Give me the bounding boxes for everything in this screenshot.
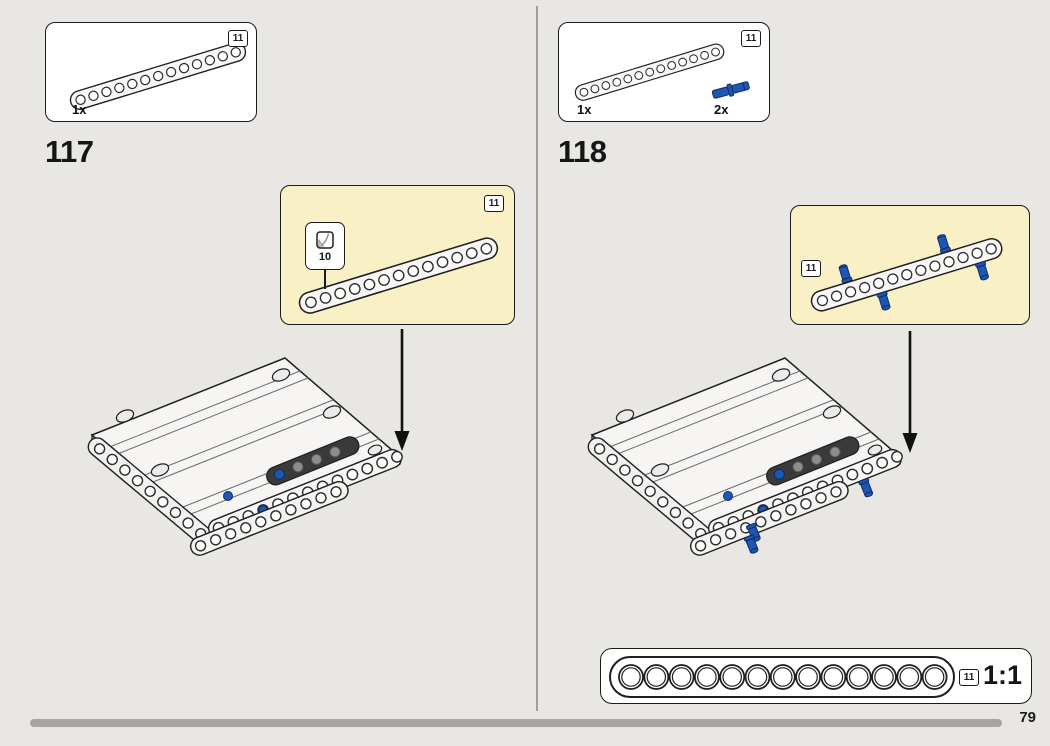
assembly-callout-117: 10 11 [280,185,515,325]
placement-arrow [902,331,918,453]
parts-callout-117: 11 1x [45,22,257,122]
part-count: 1x [577,102,592,117]
part-count: 1x [72,102,87,117]
step-number-118: 118 [558,134,607,169]
length-badge: 11 [484,195,504,212]
subassembly-ref-number: 10 [318,250,332,263]
pin-part-illustration [710,78,751,102]
page-flip-icon [316,230,334,249]
column-divider [536,6,538,711]
ref-connector-line [324,270,326,289]
length-badge: 11 [801,260,821,277]
assembly-callout-118: 11 [790,205,1030,325]
assembly-illustration-118 [585,357,906,559]
part-count: 2x [714,102,729,117]
length-badge: 11 [959,669,979,686]
beam-13-actual-size [609,656,955,698]
scale-1to1-reference: 11 1:1 [600,648,1032,704]
assembly-illustration-117 [85,357,406,559]
subassembly-ref: 10 [305,222,345,270]
length-badge: 11 [228,30,248,47]
parts-callout-118: 11 1x 2x [558,22,770,122]
progress-bar [30,719,1002,727]
step-number-117: 117 [45,134,94,169]
placement-arrow [394,329,410,451]
length-badge: 11 [741,30,761,47]
scale-label: 1:1 [983,660,1023,690]
page-number: 79 [1019,709,1036,726]
callout-beam-with-pins [808,233,1005,315]
